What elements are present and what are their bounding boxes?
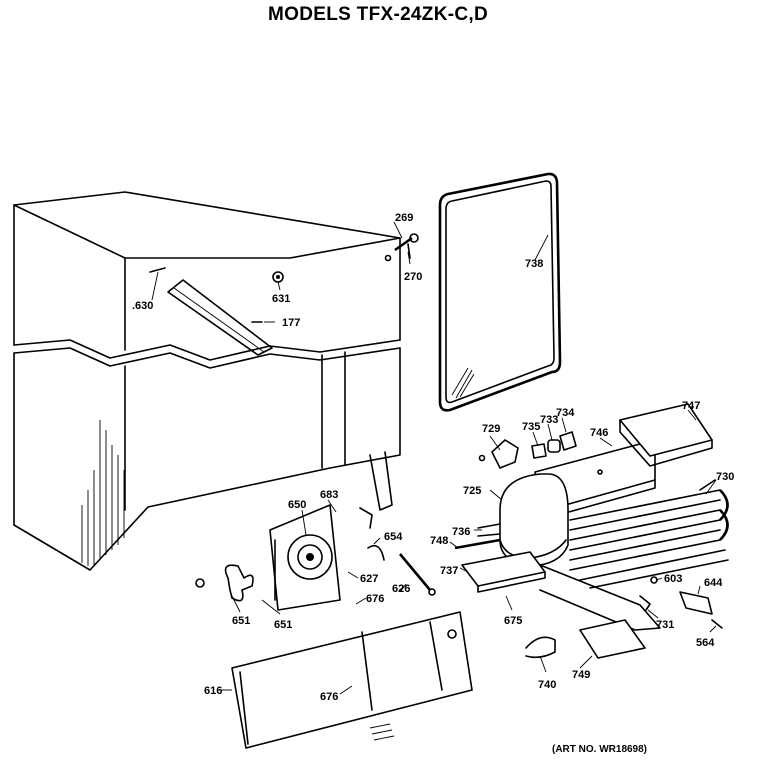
callout-748: 748 [430, 535, 448, 547]
callout-651-left: 651 [232, 615, 250, 627]
callout-747: 747 [682, 400, 700, 412]
callout-676-upper: 676 [366, 593, 384, 605]
callout-630: .630 [132, 300, 153, 312]
drain-bracket [619, 403, 713, 467]
compressor-base [454, 538, 661, 631]
callout-627: 627 [360, 573, 378, 585]
callout-683: 683 [320, 489, 338, 501]
small-hardware [639, 576, 723, 629]
compressor [477, 473, 569, 567]
callout-626: 626 [392, 583, 410, 595]
refrigerator-cabinet [13, 191, 401, 571]
callout-734: 734 [556, 407, 575, 419]
callout-733: 733 [540, 414, 558, 426]
callout-269: 269 [395, 212, 413, 224]
callout-731: 731 [656, 619, 674, 631]
plate-and-clip [525, 619, 646, 659]
callout-650: 650 [288, 499, 306, 511]
access-cover [231, 611, 473, 749]
callout-675: 675 [504, 615, 522, 627]
art-number: (ART NO. WR18698) [552, 744, 648, 755]
callout-735: 735 [522, 421, 540, 433]
callout-736: 736 [452, 526, 470, 538]
callout-644: 644 [704, 577, 723, 589]
callout-564: 564 [696, 637, 715, 649]
callout-676-lower: 676 [320, 691, 338, 703]
callout-270: 270 [404, 271, 422, 283]
diagram-title: MODELS TFX-24ZK-C,D [268, 4, 488, 25]
callout-725: 725 [463, 485, 481, 497]
callout-603: 603 [664, 573, 682, 585]
leader-lines [151, 221, 717, 695]
callout-651-right: 651 [274, 619, 292, 631]
callout-729: 729 [482, 423, 500, 435]
motor-wiring [359, 507, 436, 596]
callout-631: 631 [272, 293, 290, 305]
control-parts [478, 431, 577, 469]
fan-blade [195, 564, 254, 602]
fan-motor-bracket [269, 504, 341, 611]
callout-177: 177 [282, 317, 300, 329]
condenser-coil [569, 479, 729, 589]
callout-737: 737 [440, 565, 458, 577]
callout-labels: 269 270 .630 631 177 738 729 735 733 734… [132, 212, 734, 703]
callout-730: 730 [716, 471, 734, 483]
callout-749: 749 [572, 669, 590, 681]
callout-654: 654 [384, 531, 403, 543]
latch-part [394, 233, 419, 259]
callout-738: 738 [525, 258, 543, 270]
door-gasket [438, 172, 562, 412]
callout-746: 746 [590, 427, 608, 439]
callout-616: 616 [204, 685, 222, 697]
callout-740: 740 [538, 679, 556, 691]
